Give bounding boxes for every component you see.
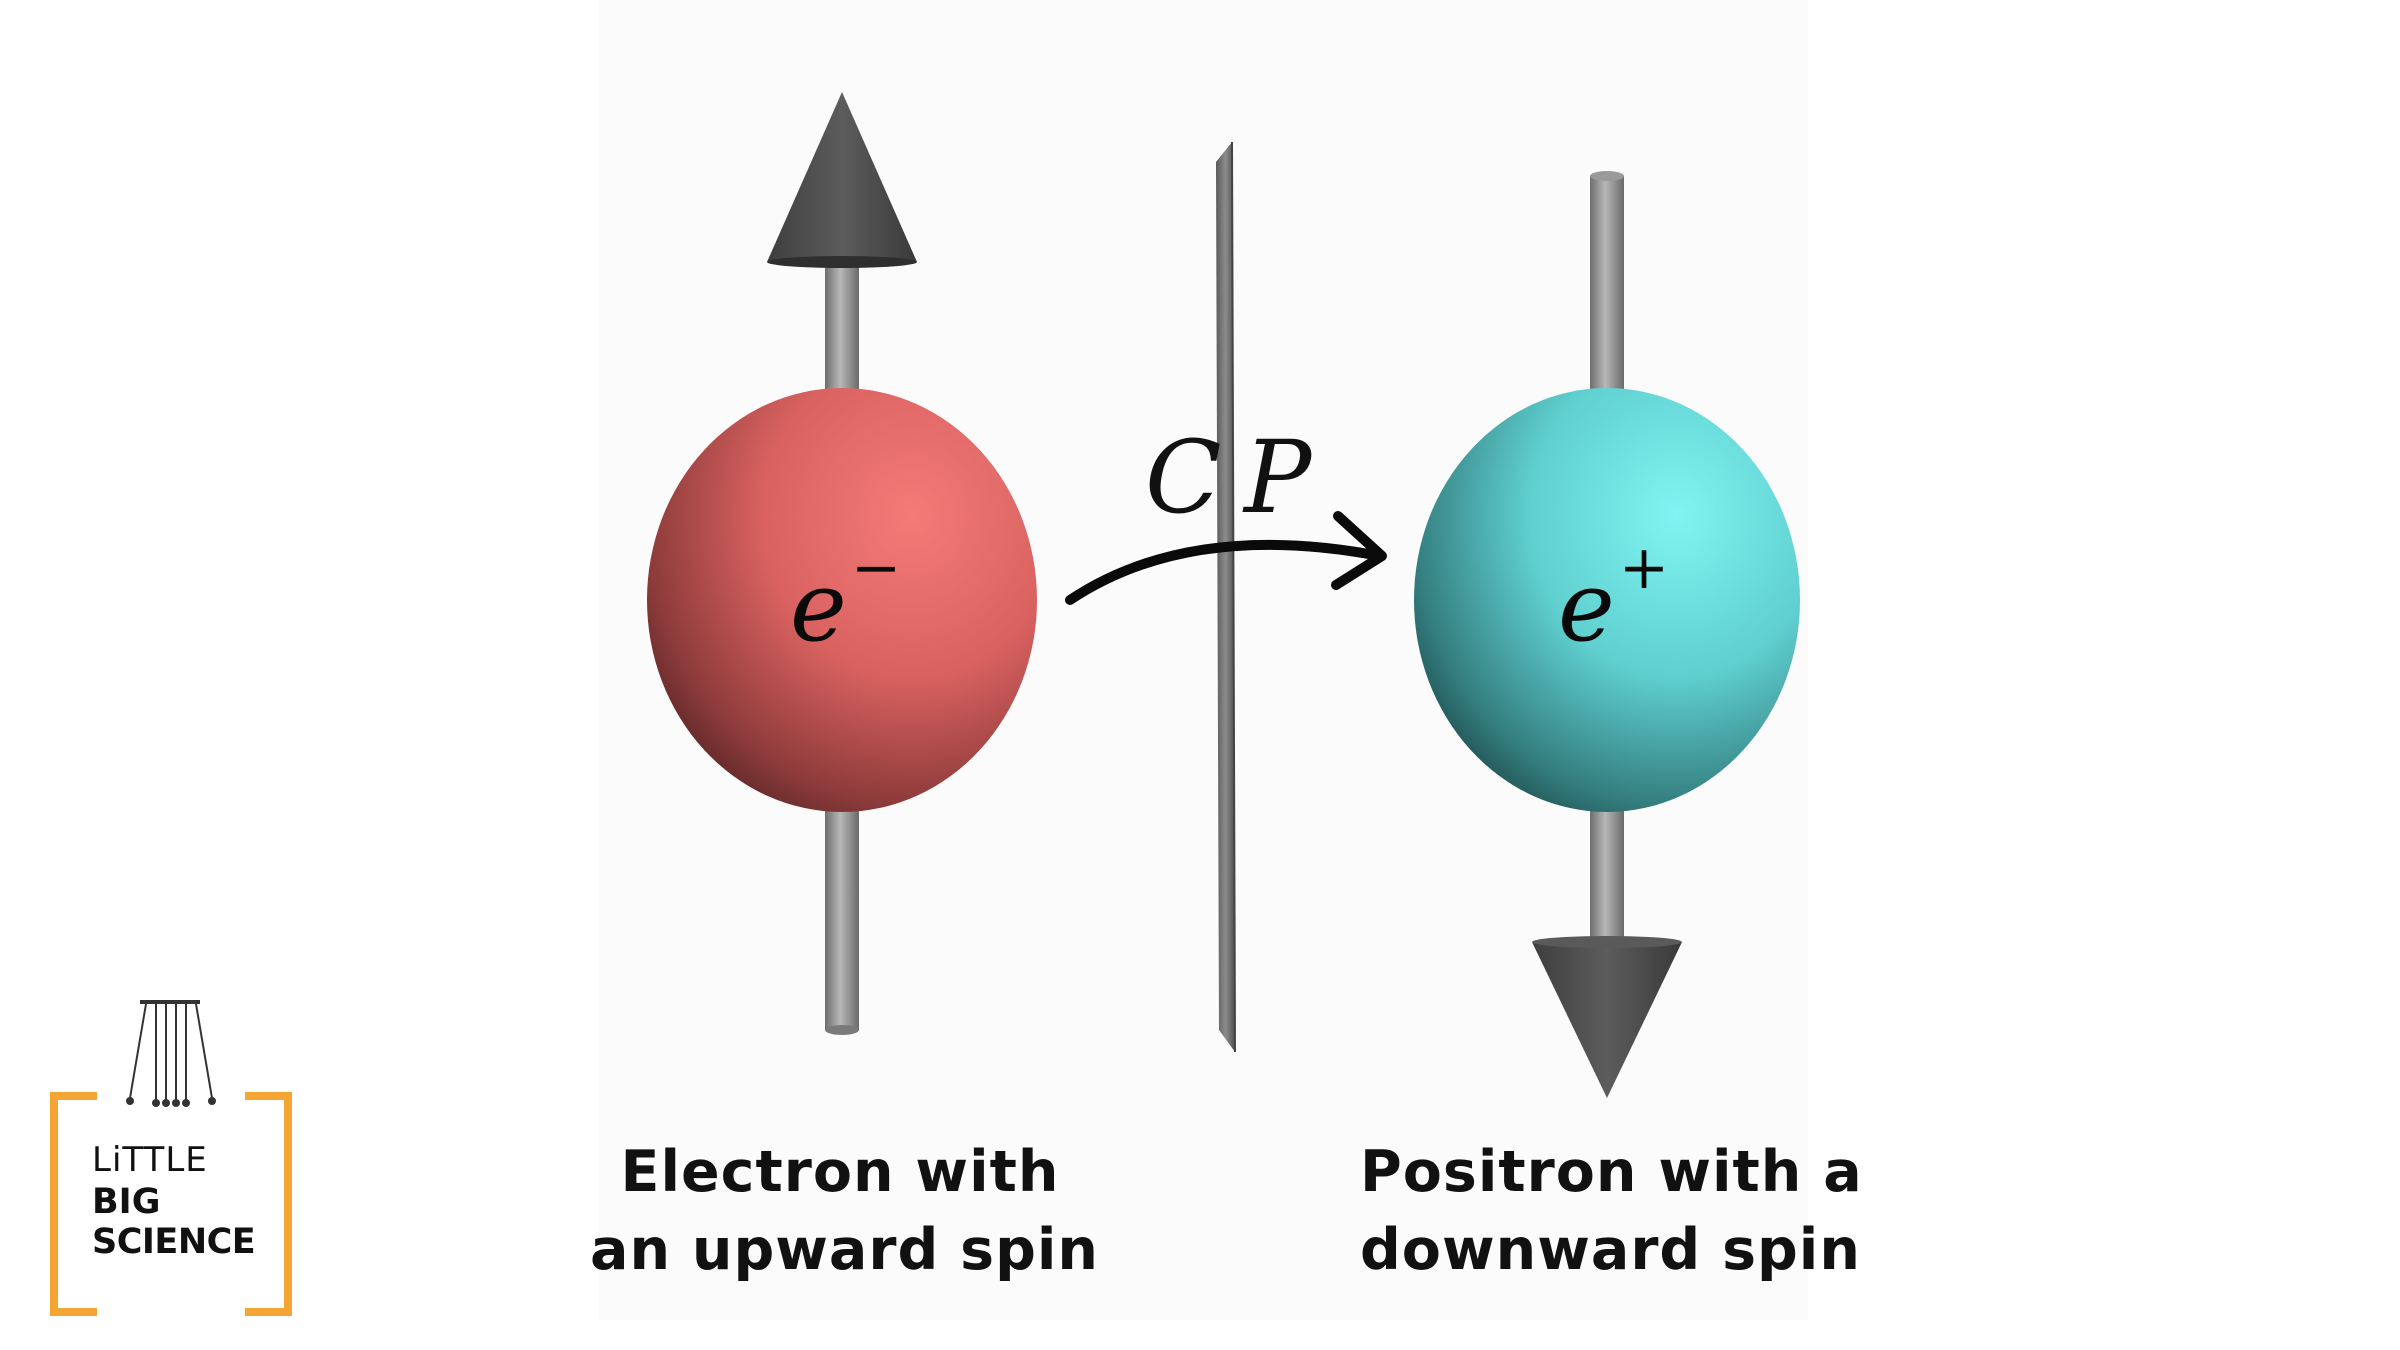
mirror-plane-edge: [1231, 141, 1236, 1053]
electron-charge: −: [851, 533, 901, 603]
logo-bracket-left: [50, 1092, 97, 1316]
operator-p-label: P: [1242, 419, 1313, 536]
newtons-cradle-balls: [126, 1097, 216, 1107]
logo-bracket-right: [245, 1092, 292, 1316]
positron-caption-line2: downward spin: [1360, 1217, 1861, 1283]
electron-spin-rod-top: [825, 255, 859, 395]
electron-label: e−: [790, 533, 901, 663]
electron-spin-arrowhead-up: [767, 92, 917, 262]
operator-c-label: C: [1145, 419, 1222, 536]
positron-rod-end: [1590, 171, 1624, 181]
positron-caption: Positron with a downward spin: [1360, 1133, 1863, 1289]
electron-sphere: [647, 388, 1037, 812]
newtons-cradle-icon: [129, 1003, 213, 1100]
electron-symbol: e: [790, 551, 847, 663]
logo-text-science: SCIENCE: [92, 1222, 256, 1262]
little-big-science-logo: [50, 1000, 292, 1316]
positron-symbol: e: [1558, 551, 1615, 663]
positron-charge: +: [1619, 533, 1669, 603]
positron-sphere: [1414, 388, 1800, 812]
electron-spin-rod-bottom: [825, 800, 859, 1030]
positron-arrowhead-base: [1532, 936, 1682, 948]
electron-rod-end: [825, 1025, 859, 1035]
logo-text-big: BIG: [92, 1182, 161, 1222]
electron-caption: Electron with an upward spin: [590, 1133, 1099, 1289]
electron-arrowhead-base: [767, 256, 917, 268]
positron-spin-rod-bottom: [1590, 800, 1624, 950]
positron-spin-rod-top: [1590, 176, 1624, 396]
mirror-plane: [1216, 142, 1235, 1052]
positron-label: e+: [1558, 533, 1669, 663]
positron-caption-line1: Positron with a: [1360, 1139, 1863, 1205]
positron-spin-arrowhead-down: [1532, 942, 1682, 1098]
cp-transform-arrow: [1065, 539, 1385, 605]
cp-arrow-head: [1331, 511, 1387, 590]
logo-text-little: LiTTLE: [92, 1140, 208, 1180]
electron-caption-line2: an upward spin: [590, 1217, 1099, 1283]
electron-caption-line1: Electron with: [620, 1139, 1060, 1205]
